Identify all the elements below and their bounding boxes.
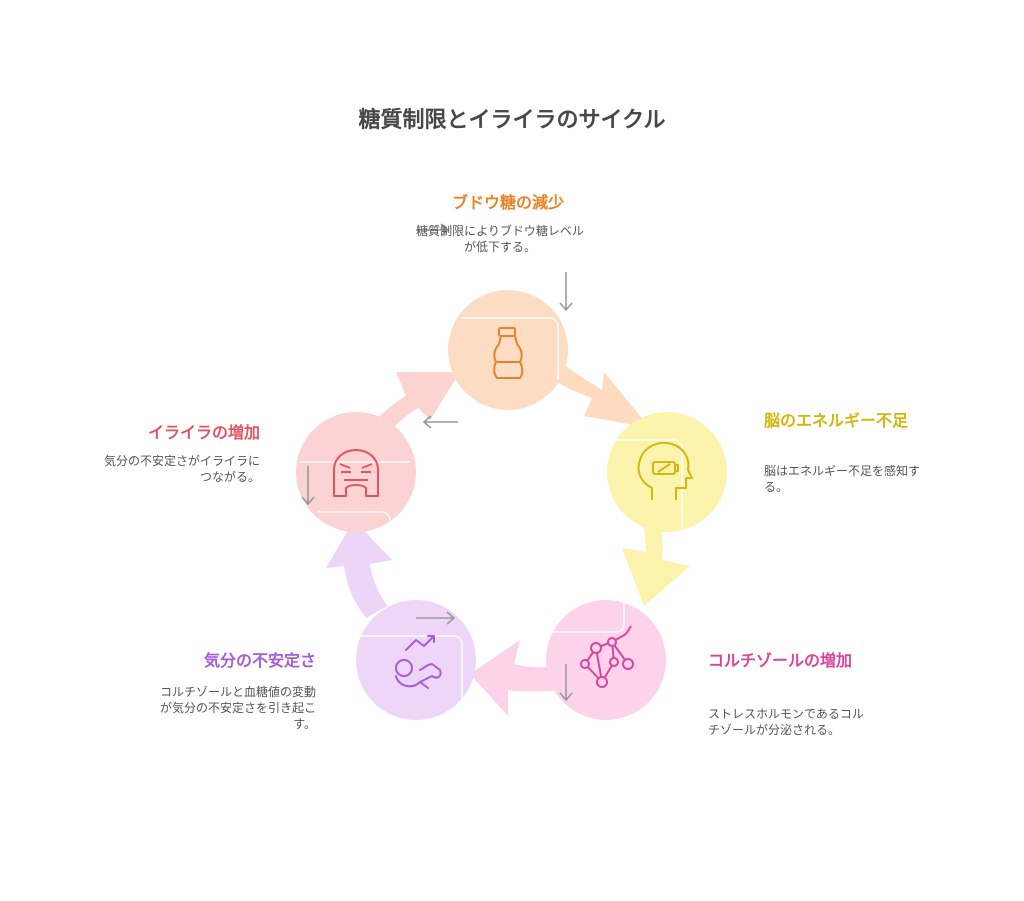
molecule-icon <box>580 625 634 688</box>
arrow-brain-to-cortisol <box>622 508 690 606</box>
angry-face-icon <box>333 449 379 497</box>
step-cortisol-desc: ストレスホルモンであるコルチゾールが分泌される。 <box>708 707 864 737</box>
step-mood-title: 気分の不安定さ <box>203 651 316 670</box>
pointer-arrow-top-left <box>416 223 450 237</box>
step-brain-desc: 脳はエネルギー不足を感知する。 <box>764 464 921 494</box>
step-cortisol-title: コルチゾールの増加 <box>708 651 853 670</box>
step-mood-desc: コルチゾールと血糖値の変動が気分の不安定さを引き起こす。 <box>159 685 316 731</box>
pointer-arrow-left <box>301 466 315 506</box>
arrow-glucose-to-brain <box>540 352 650 428</box>
diagram-title: 糖質制限とイライラのサイクル <box>358 108 666 133</box>
pointer-arrow-cortisol <box>559 664 573 702</box>
pointer-arrow-mood <box>416 611 456 625</box>
pointer-arrow-top <box>559 272 573 312</box>
step-brain-title: 脳のエネルギー不足 <box>764 411 909 430</box>
circle-glucose <box>448 290 568 410</box>
arrow-mood-to-irritation <box>326 520 392 618</box>
circle-seams <box>300 317 683 716</box>
step-glucose-title: ブドウ糖の減少 <box>451 193 564 212</box>
cycle-arrows <box>326 352 690 716</box>
bottle-icon <box>493 327 524 379</box>
arrow-cortisol-to-mood <box>470 640 560 716</box>
circle-cortisol <box>546 600 666 720</box>
cycle-circles <box>296 290 727 720</box>
circle-mood <box>356 600 476 720</box>
mood-swing-icon <box>395 635 442 689</box>
head-low-battery-icon <box>637 441 693 500</box>
step-glucose-desc: 糖質制限によりブドウ糖レベルが低下する。 <box>416 224 584 254</box>
step-irritation-title: イライラの増加 <box>147 423 260 442</box>
circle-brain <box>607 412 727 532</box>
step-irritation-desc: 気分の不安定さがイライラにつながる。 <box>103 454 260 484</box>
thin-pointer-arrows <box>301 223 573 702</box>
pointer-arrow-mid <box>422 415 458 429</box>
circle-irritation <box>296 412 416 532</box>
